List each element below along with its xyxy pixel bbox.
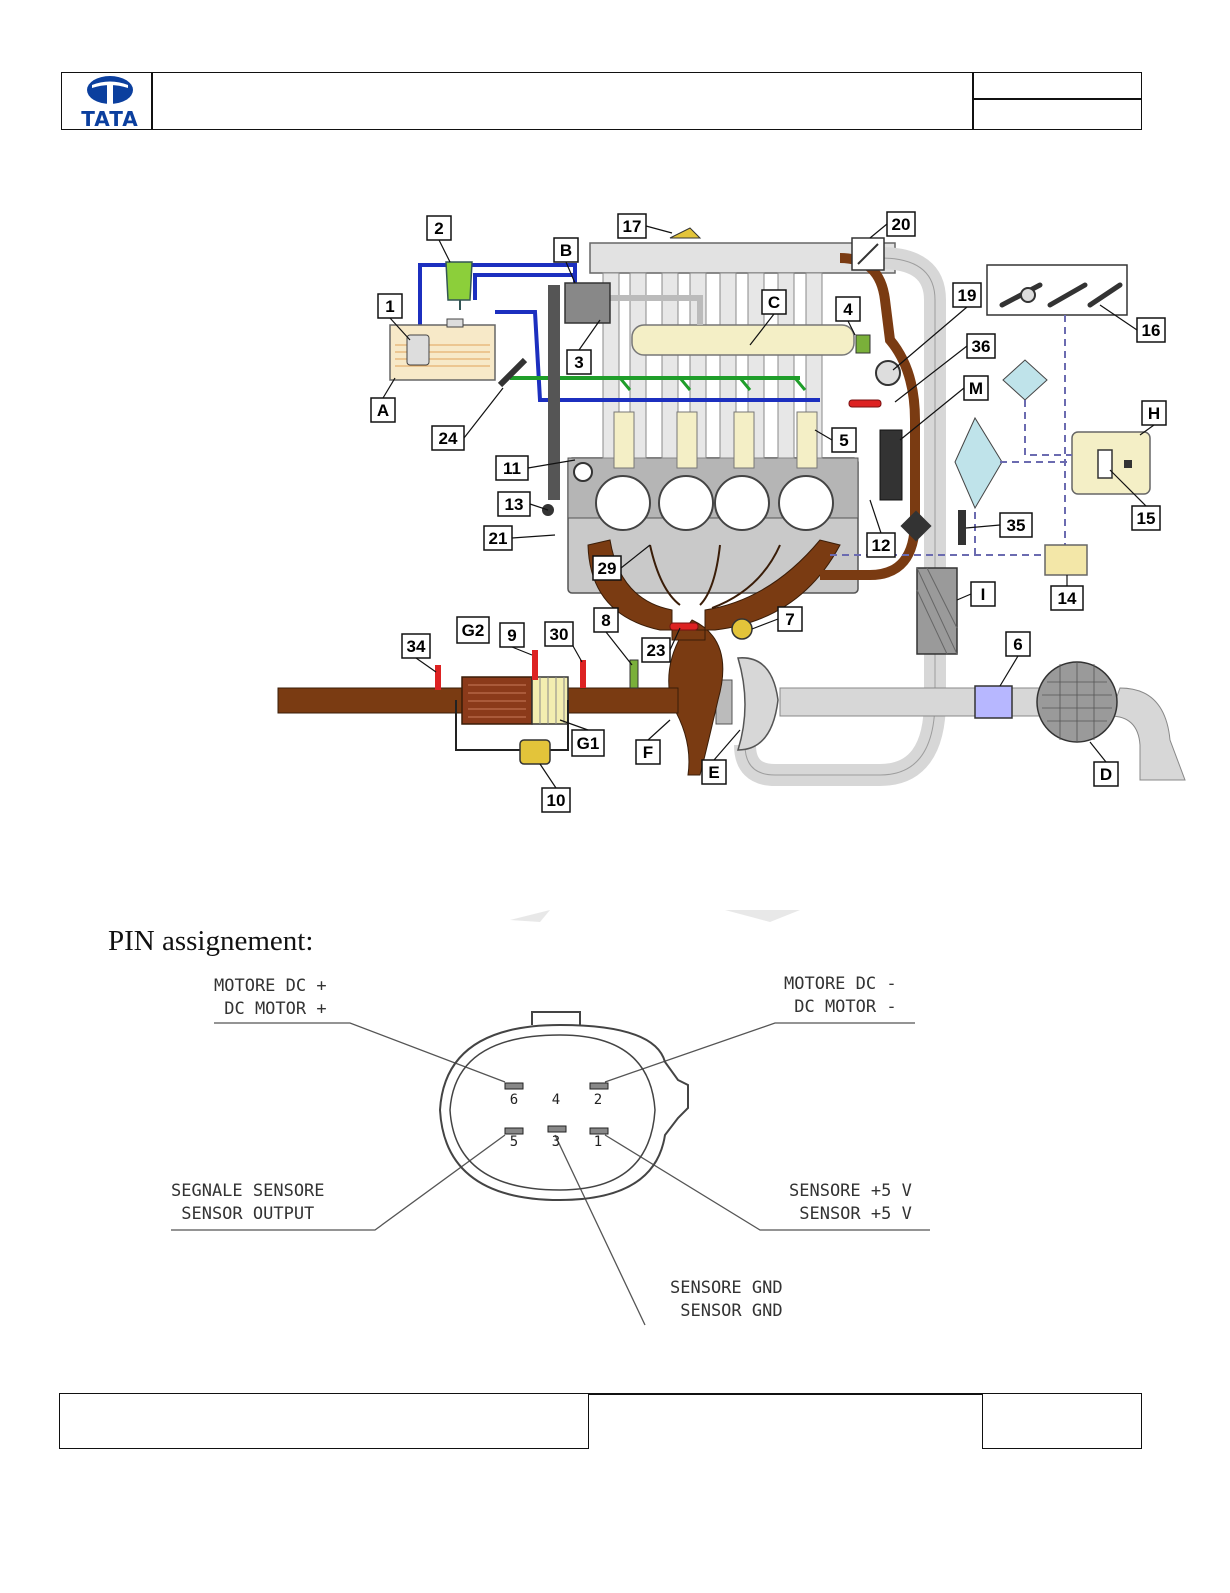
cylinder-1 <box>595 475 651 531</box>
label-F: F <box>643 743 653 762</box>
label-20: 20 <box>892 215 911 234</box>
egr-pipe <box>820 253 920 580</box>
engine-system-diagram: 1 2 3 4 5 6 7 8 9 10 11 12 13 14 15 16 1… <box>277 211 1186 813</box>
mass-airflow-sensor <box>974 685 1013 719</box>
label-29: 29 <box>598 559 617 578</box>
pin-6: 6 <box>510 1092 518 1108</box>
label-34: 34 <box>407 637 426 656</box>
pin-4: 4 <box>552 1092 560 1108</box>
connector-pinout-diagram: 6 4 2 5 3 1 <box>171 1011 930 1326</box>
label-19: 19 <box>958 286 977 305</box>
label-24: 24 <box>439 429 458 448</box>
label-1: 1 <box>385 297 394 316</box>
callout-sensor-output: SEGNALE SENSORE SENSOR OUTPUT <box>171 1181 325 1224</box>
compressor <box>736 657 779 751</box>
footer-divider <box>589 1393 982 1395</box>
label-14: 14 <box>1058 589 1077 608</box>
footer-frame-left <box>59 1393 589 1449</box>
tata-logo-icon <box>87 76 133 104</box>
header-divider-right <box>972 72 974 130</box>
callout-dc-motor-plus: MOTORE DC + DC MOTOR + <box>214 976 327 1019</box>
label-2: 2 <box>434 219 443 238</box>
common-rail <box>631 324 855 356</box>
label-E: E <box>708 763 719 782</box>
fuel-filter <box>445 261 473 301</box>
pin-3: 3 <box>552 1134 560 1150</box>
label-30: 30 <box>550 625 569 644</box>
label-B: B <box>560 241 572 260</box>
oxidation-catalyst <box>531 676 569 725</box>
label-12: 12 <box>872 536 891 555</box>
turbine <box>668 619 724 776</box>
pin-2: 2 <box>594 1092 602 1108</box>
header-frame <box>61 72 1142 130</box>
accelerator-pedal-box <box>986 264 1128 316</box>
exhaust-manifold <box>587 539 841 641</box>
label-M: M <box>969 379 983 398</box>
header-divider-left <box>151 72 153 130</box>
label-5: 5 <box>839 431 848 450</box>
label-7: 7 <box>785 610 794 629</box>
footer-frame-right <box>982 1393 1142 1449</box>
diagram-labels <box>370 211 1167 813</box>
timing-belt <box>548 285 560 500</box>
label-8: 8 <box>601 611 610 630</box>
label-D: D <box>1100 765 1112 784</box>
callout-sensor-5v: SENSORE +5 V SENSOR +5 V <box>789 1181 912 1224</box>
label-36: 36 <box>972 337 991 356</box>
label-21: 21 <box>489 529 508 548</box>
cylinder-2 <box>658 475 714 531</box>
label-C: C <box>768 293 780 312</box>
glow-plug-control <box>1044 544 1088 576</box>
callout-sensor-gnd: SENSORE GND SENSOR GND <box>670 1278 783 1321</box>
label-3: 3 <box>574 353 583 372</box>
differential-pressure-sensor <box>519 739 551 765</box>
label-G1: G1 <box>577 734 600 753</box>
label-A: A <box>377 401 389 420</box>
label-H: H <box>1148 404 1160 423</box>
pin-assignment-title: PIN assignement: <box>108 925 314 957</box>
logo-text: TATA <box>81 107 139 131</box>
label-16: 16 <box>1142 321 1161 340</box>
connector-outline <box>438 1023 689 1202</box>
cylinder-3 <box>714 475 770 531</box>
label-17: 17 <box>623 217 642 236</box>
label-15: 15 <box>1137 509 1156 528</box>
callout-dc-motor-minus: MOTORE DC - DC MOTOR - <box>784 974 897 1017</box>
label-G2: G2 <box>462 621 485 640</box>
label-11: 11 <box>503 459 521 478</box>
label-23: 23 <box>647 641 666 660</box>
cylinder-4 <box>778 475 834 531</box>
label-13: 13 <box>505 495 524 514</box>
pin-1: 1 <box>594 1134 602 1150</box>
pin-5: 5 <box>510 1134 518 1150</box>
label-4: 4 <box>843 300 853 319</box>
egr-cooler <box>879 429 903 501</box>
label-6: 6 <box>1013 635 1022 654</box>
watermark <box>510 910 800 922</box>
label-35: 35 <box>1007 516 1026 535</box>
high-pressure-pump <box>564 282 611 324</box>
label-I: I <box>981 585 986 604</box>
label-9: 9 <box>507 626 516 645</box>
header-right-split <box>972 98 1142 100</box>
label-10: 10 <box>547 791 566 810</box>
